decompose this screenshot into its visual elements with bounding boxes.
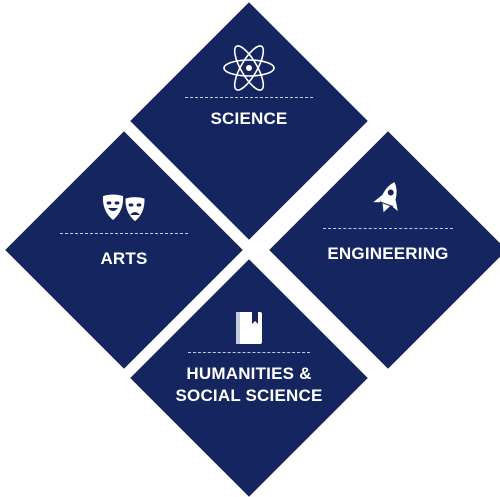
label-science: SCIENCE — [210, 109, 288, 128]
divider-rule — [188, 352, 310, 353]
rocket-icon — [373, 182, 398, 213]
label-engineering: ENGINEERING — [327, 244, 449, 263]
book-icon — [236, 312, 262, 344]
label-arts: ARTS — [100, 249, 148, 268]
divider-rule — [60, 233, 188, 234]
label-humanities-line1: HUMANITIES & — [186, 364, 312, 383]
label-humanities-line2: SOCIAL SCIENCE — [175, 386, 323, 405]
divider-rule — [323, 228, 453, 229]
atom-icon — [223, 45, 275, 91]
divider-rule — [185, 97, 313, 98]
theater-masks-icon — [102, 194, 146, 223]
